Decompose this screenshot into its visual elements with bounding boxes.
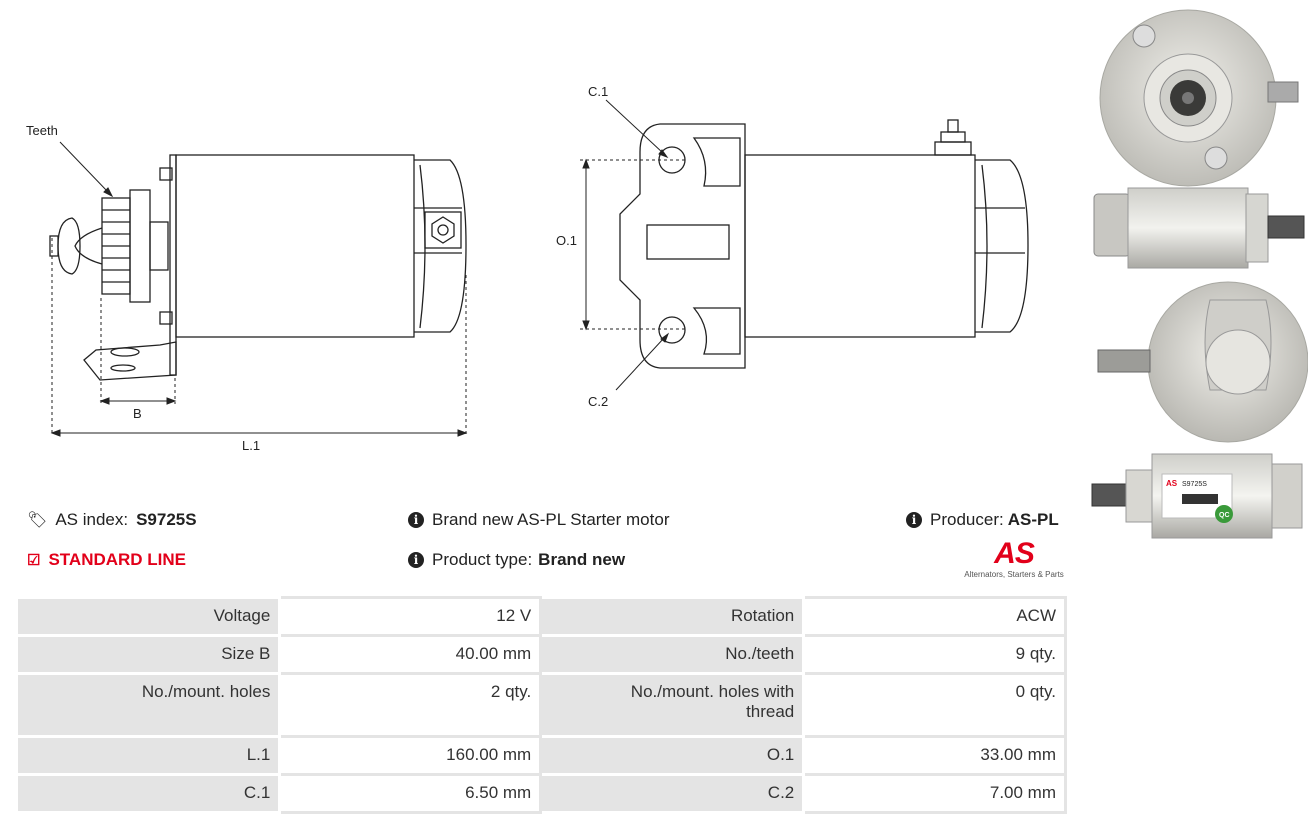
mount-bracket-outline — [83, 341, 177, 381]
producer-value: AS-PL — [1007, 510, 1059, 529]
check-square-icon: ☑ — [27, 552, 41, 569]
spec-value: 6.50 mm — [278, 773, 543, 814]
as-index-value: S9725S — [136, 510, 197, 529]
product-photo-front — [1099, 9, 1299, 187]
mount-hole-c2 — [658, 316, 686, 344]
spec-label: Voltage — [14, 596, 282, 637]
brand-new-text: Brand new AS-PL Starter motor — [432, 510, 670, 529]
spec-value: 9 qty. — [802, 634, 1067, 675]
teeth-label: Teeth — [26, 123, 58, 138]
product-photo-label-side: AS S9725S QC — [1091, 453, 1303, 539]
spec-label: No./teeth — [539, 634, 806, 675]
table-row: Size B 40.00 mm No./teeth 9 qty. — [14, 634, 1067, 675]
spec-label: Rotation — [539, 596, 806, 637]
info-icon: i — [408, 552, 424, 568]
table-row: Voltage 12 V Rotation ACW — [14, 596, 1067, 637]
spec-label: O.1 — [539, 735, 806, 776]
spec-label: C.2 — [539, 773, 806, 814]
c1-label: C.1 — [588, 84, 608, 99]
spec-table: Voltage 12 V Rotation ACW Size B 40.00 m… — [14, 596, 1067, 814]
spec-value: 2 qty. — [278, 672, 543, 738]
as-index-label: AS index: — [55, 510, 129, 529]
spec-value: 160.00 mm — [278, 735, 543, 776]
product-photo-side — [1093, 187, 1305, 269]
l1-label: L.1 — [242, 438, 260, 453]
spec-label: L.1 — [14, 735, 282, 776]
o1-label: O.1 — [556, 233, 577, 248]
info-icon: i — [906, 512, 922, 528]
producer-row: i Producer: AS-PL — [906, 510, 1059, 530]
pinion-outline — [129, 189, 151, 303]
spec-value: 40.00 mm — [278, 634, 543, 675]
photo-label-qc: QC — [1219, 512, 1230, 519]
c2-label: C.2 — [588, 394, 608, 409]
as-index-row: 🏷︎ AS index: S9725S — [27, 510, 197, 530]
product-type-row: i Product type: Brand new — [408, 550, 625, 570]
as-pl-logo: AS Alternators, Starters & Parts — [960, 537, 1068, 580]
spec-label: Size B — [14, 634, 282, 675]
photo-label-brand: AS — [1166, 479, 1178, 488]
terminal-box — [424, 211, 462, 249]
spec-value: 33.00 mm — [802, 735, 1067, 776]
producer-label: Producer: — [930, 510, 1004, 529]
logo-mark: AS — [994, 537, 1035, 570]
spec-label: No./mount. holes with thread — [539, 672, 806, 738]
spec-value: 12 V — [278, 596, 543, 637]
hex-nut-outline — [431, 216, 455, 244]
b-label: B — [133, 406, 142, 421]
product-type-value: Brand new — [538, 550, 626, 569]
logo-tagline: Alternators, Starters & Parts — [964, 570, 1064, 579]
table-row: C.1 6.50 mm C.2 7.00 mm — [14, 773, 1067, 814]
front-body-outline — [744, 154, 976, 338]
product-photo-rear — [1097, 281, 1308, 443]
standard-line-row: ☑ STANDARD LINE — [27, 550, 186, 570]
technical-drawing: Teeth B L.1 C.1 C.2 O.1 — [26, 84, 1029, 453]
table-row: L.1 160.00 mm O.1 33.00 mm — [14, 735, 1067, 776]
spec-value: 7.00 mm — [802, 773, 1067, 814]
brand-new-row: i Brand new AS-PL Starter motor — [408, 510, 669, 530]
product-type-label: Product type: — [432, 550, 533, 569]
spec-value: 0 qty. — [802, 672, 1067, 738]
photo-label-code: S9725S — [1182, 481, 1207, 488]
tags-icon: 🏷︎ — [27, 512, 48, 529]
flange-outline — [619, 123, 746, 369]
spec-value: ACW — [802, 596, 1067, 637]
standard-line-label: STANDARD LINE — [48, 550, 187, 569]
motor-body-outline — [175, 154, 415, 338]
end-cap-outline — [414, 159, 467, 333]
spec-label: No./mount. holes — [14, 672, 282, 738]
info-icon: i — [408, 512, 424, 528]
table-row: No./mount. holes 2 qty. No./mount. holes… — [14, 672, 1067, 738]
spec-label: C.1 — [14, 773, 282, 814]
